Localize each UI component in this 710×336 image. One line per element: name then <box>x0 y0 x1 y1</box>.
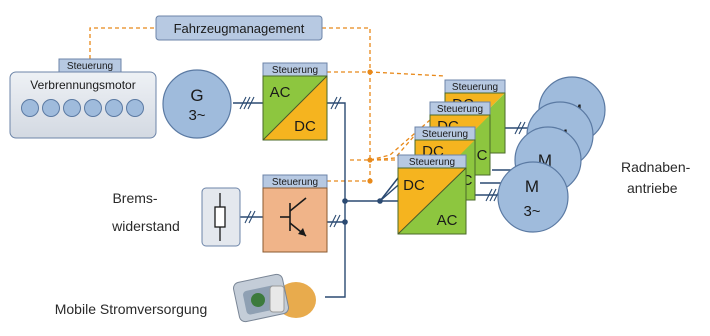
mobile-power-supply <box>233 273 316 323</box>
motor-circle <box>497 161 569 233</box>
signal-line-main <box>322 27 371 161</box>
signal-line-fan-2 <box>369 134 416 161</box>
combustion-engine: Steuerung Verbrennungsmotor <box>9 58 157 139</box>
resistor-icon <box>214 206 226 228</box>
ac-dc-converter: Steuerung AC DC <box>262 62 328 141</box>
wheel-inverter-ac-label: C <box>462 172 473 189</box>
brake-resistor-label-2: widerstand <box>111 218 180 234</box>
wheel-inverter-ac-label: AC <box>437 212 458 229</box>
brake-resistor-label-1: Brems- <box>112 190 157 206</box>
converter-ac-label: AC <box>270 84 291 101</box>
wheel-inverter-control-label: Steuerung <box>409 157 455 168</box>
wheel-inverter-control-label: Steuerung <box>452 82 498 93</box>
signal-line-engine <box>89 27 156 59</box>
generator-circle <box>162 69 232 139</box>
wheel-inverter-control-label: Steuerung <box>422 129 468 140</box>
signal-junctions <box>367 69 373 184</box>
wheel-inverter-dc-label: DC <box>403 177 425 194</box>
vehicle-management-box: Fahrzeugmanagement <box>155 15 323 41</box>
wheel-inverter-control-label: Steuerung <box>437 104 483 115</box>
converter-dc-label: DC <box>294 118 316 135</box>
brake-resistor <box>201 187 241 247</box>
transistor-arrow-icon <box>298 228 306 236</box>
generator-label-g: G <box>190 86 203 105</box>
converter-control-label: Steuerung <box>272 65 318 76</box>
wheel-hub-label-1: Radnaben- <box>621 159 691 175</box>
engine-block <box>9 71 157 139</box>
motor-label: M <box>525 177 539 196</box>
signal-line-chopper <box>327 160 371 182</box>
motor-1: M 3~ <box>497 161 569 233</box>
engine-label: Verbrennungsmotor <box>30 78 135 92</box>
signal-line-top-wheel <box>327 71 446 77</box>
motor-phase-label: 3~ <box>523 203 540 220</box>
generator: G 3~ <box>162 69 232 139</box>
brake-chopper: Steuerung <box>262 174 328 253</box>
power-line-dc-bus <box>325 102 346 298</box>
chopper-control-label: Steuerung <box>272 177 318 188</box>
wheel-inverter-1: Steuerung DC AC <box>397 154 467 235</box>
wheel-hub-label-2: antriebe <box>627 180 678 196</box>
engine-cylinders <box>21 99 144 117</box>
vehicle-management-label: Fahrzeugmanagement <box>174 21 305 36</box>
engine-control-label: Steuerung <box>67 61 113 72</box>
wheel-inverter-ac-label: C <box>477 147 488 164</box>
mobile-supply-label: Mobile Stromversorgung <box>55 301 208 317</box>
chopper-body <box>262 187 328 253</box>
generator-label-phase: 3~ <box>188 107 205 124</box>
power-junctions <box>342 198 383 225</box>
transistor-icon <box>280 197 307 237</box>
